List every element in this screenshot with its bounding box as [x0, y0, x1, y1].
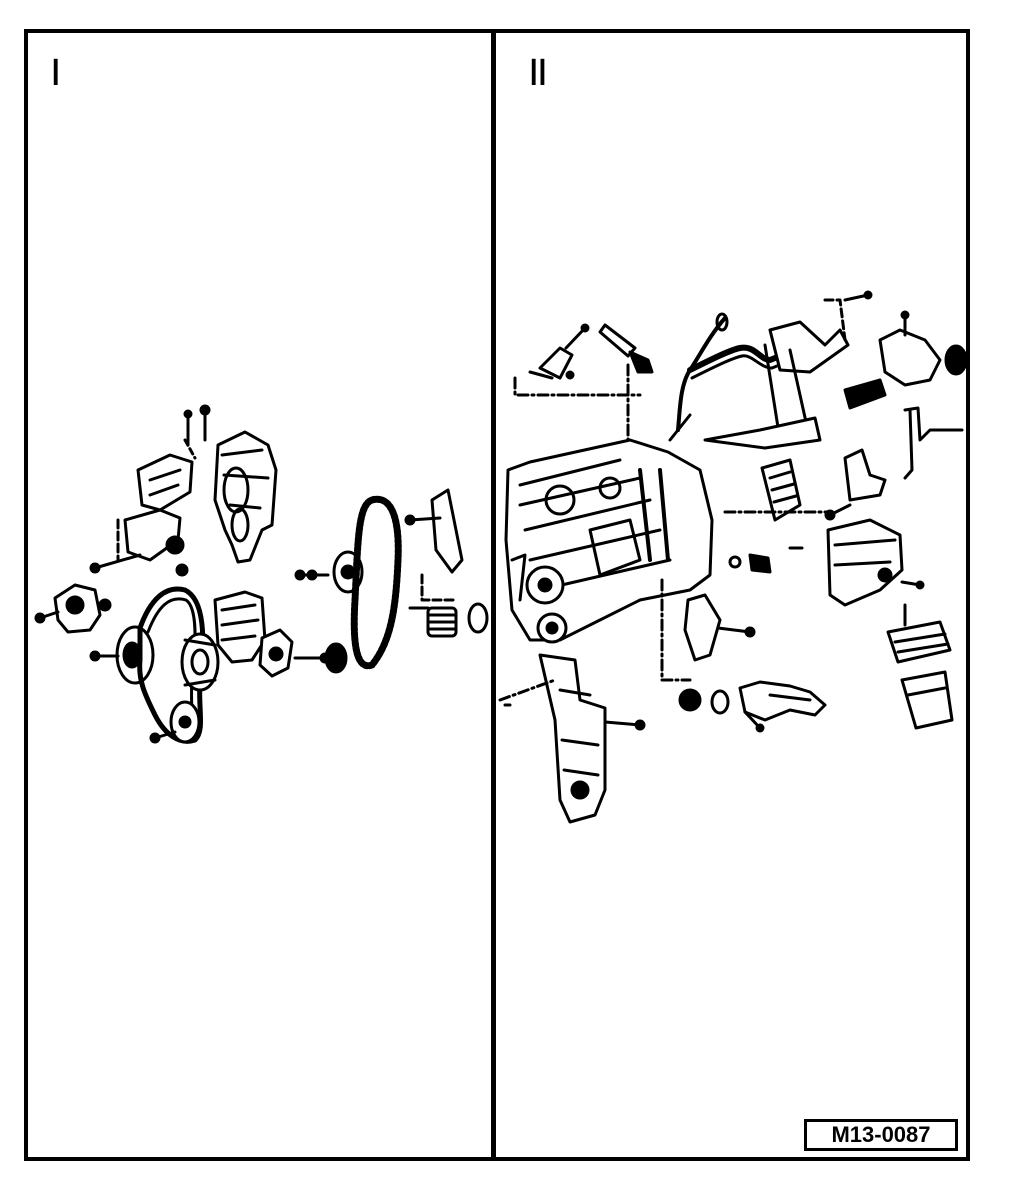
filter-housing: [902, 672, 952, 728]
timing-belt: [354, 499, 398, 665]
crankshaft-pulley: [182, 634, 218, 690]
camshaft-sprocket: [296, 552, 362, 592]
cover-bracket: [138, 406, 209, 510]
sensor-left: [515, 325, 640, 395]
connector-fittings: [826, 450, 885, 519]
panel-divider: [491, 29, 496, 1161]
right-bracket: [905, 408, 962, 478]
engine-mount-bracket: [500, 655, 644, 822]
pump-housing: [215, 592, 265, 662]
panel-ii-exploded-view: [500, 292, 966, 822]
drain-plug: [730, 548, 802, 572]
mid-bracket: [91, 510, 187, 575]
lower-mount: [662, 580, 754, 680]
idler-pulley: [91, 627, 153, 683]
belt-tensioner: [36, 585, 110, 632]
upper-timing-cover: [215, 432, 276, 562]
oil-pipe-assembly: [705, 292, 871, 448]
water-pump: [260, 630, 329, 676]
thermostat: [410, 604, 487, 636]
sensor-bracket: [406, 490, 462, 600]
drawing-reference-code: M13-0087: [804, 1119, 958, 1151]
panel-label-ii: II: [530, 52, 548, 94]
drive-gear: [326, 644, 346, 672]
oil-pump: [725, 512, 923, 605]
lower-pulley: [151, 702, 199, 742]
drawing-frame: [24, 29, 970, 1161]
panel-i-exploded-view: [36, 406, 487, 742]
dipstick-tube: [670, 314, 727, 440]
coolant-pipe: [690, 348, 802, 378]
oil-cooler: [888, 605, 950, 662]
engine-block: [506, 440, 712, 642]
solenoid-valve: [845, 312, 966, 408]
sensor-center: [600, 325, 652, 440]
oil-filter-element: [762, 460, 800, 520]
panel-label-i: I: [52, 52, 61, 94]
coolant-flange: [680, 682, 825, 731]
